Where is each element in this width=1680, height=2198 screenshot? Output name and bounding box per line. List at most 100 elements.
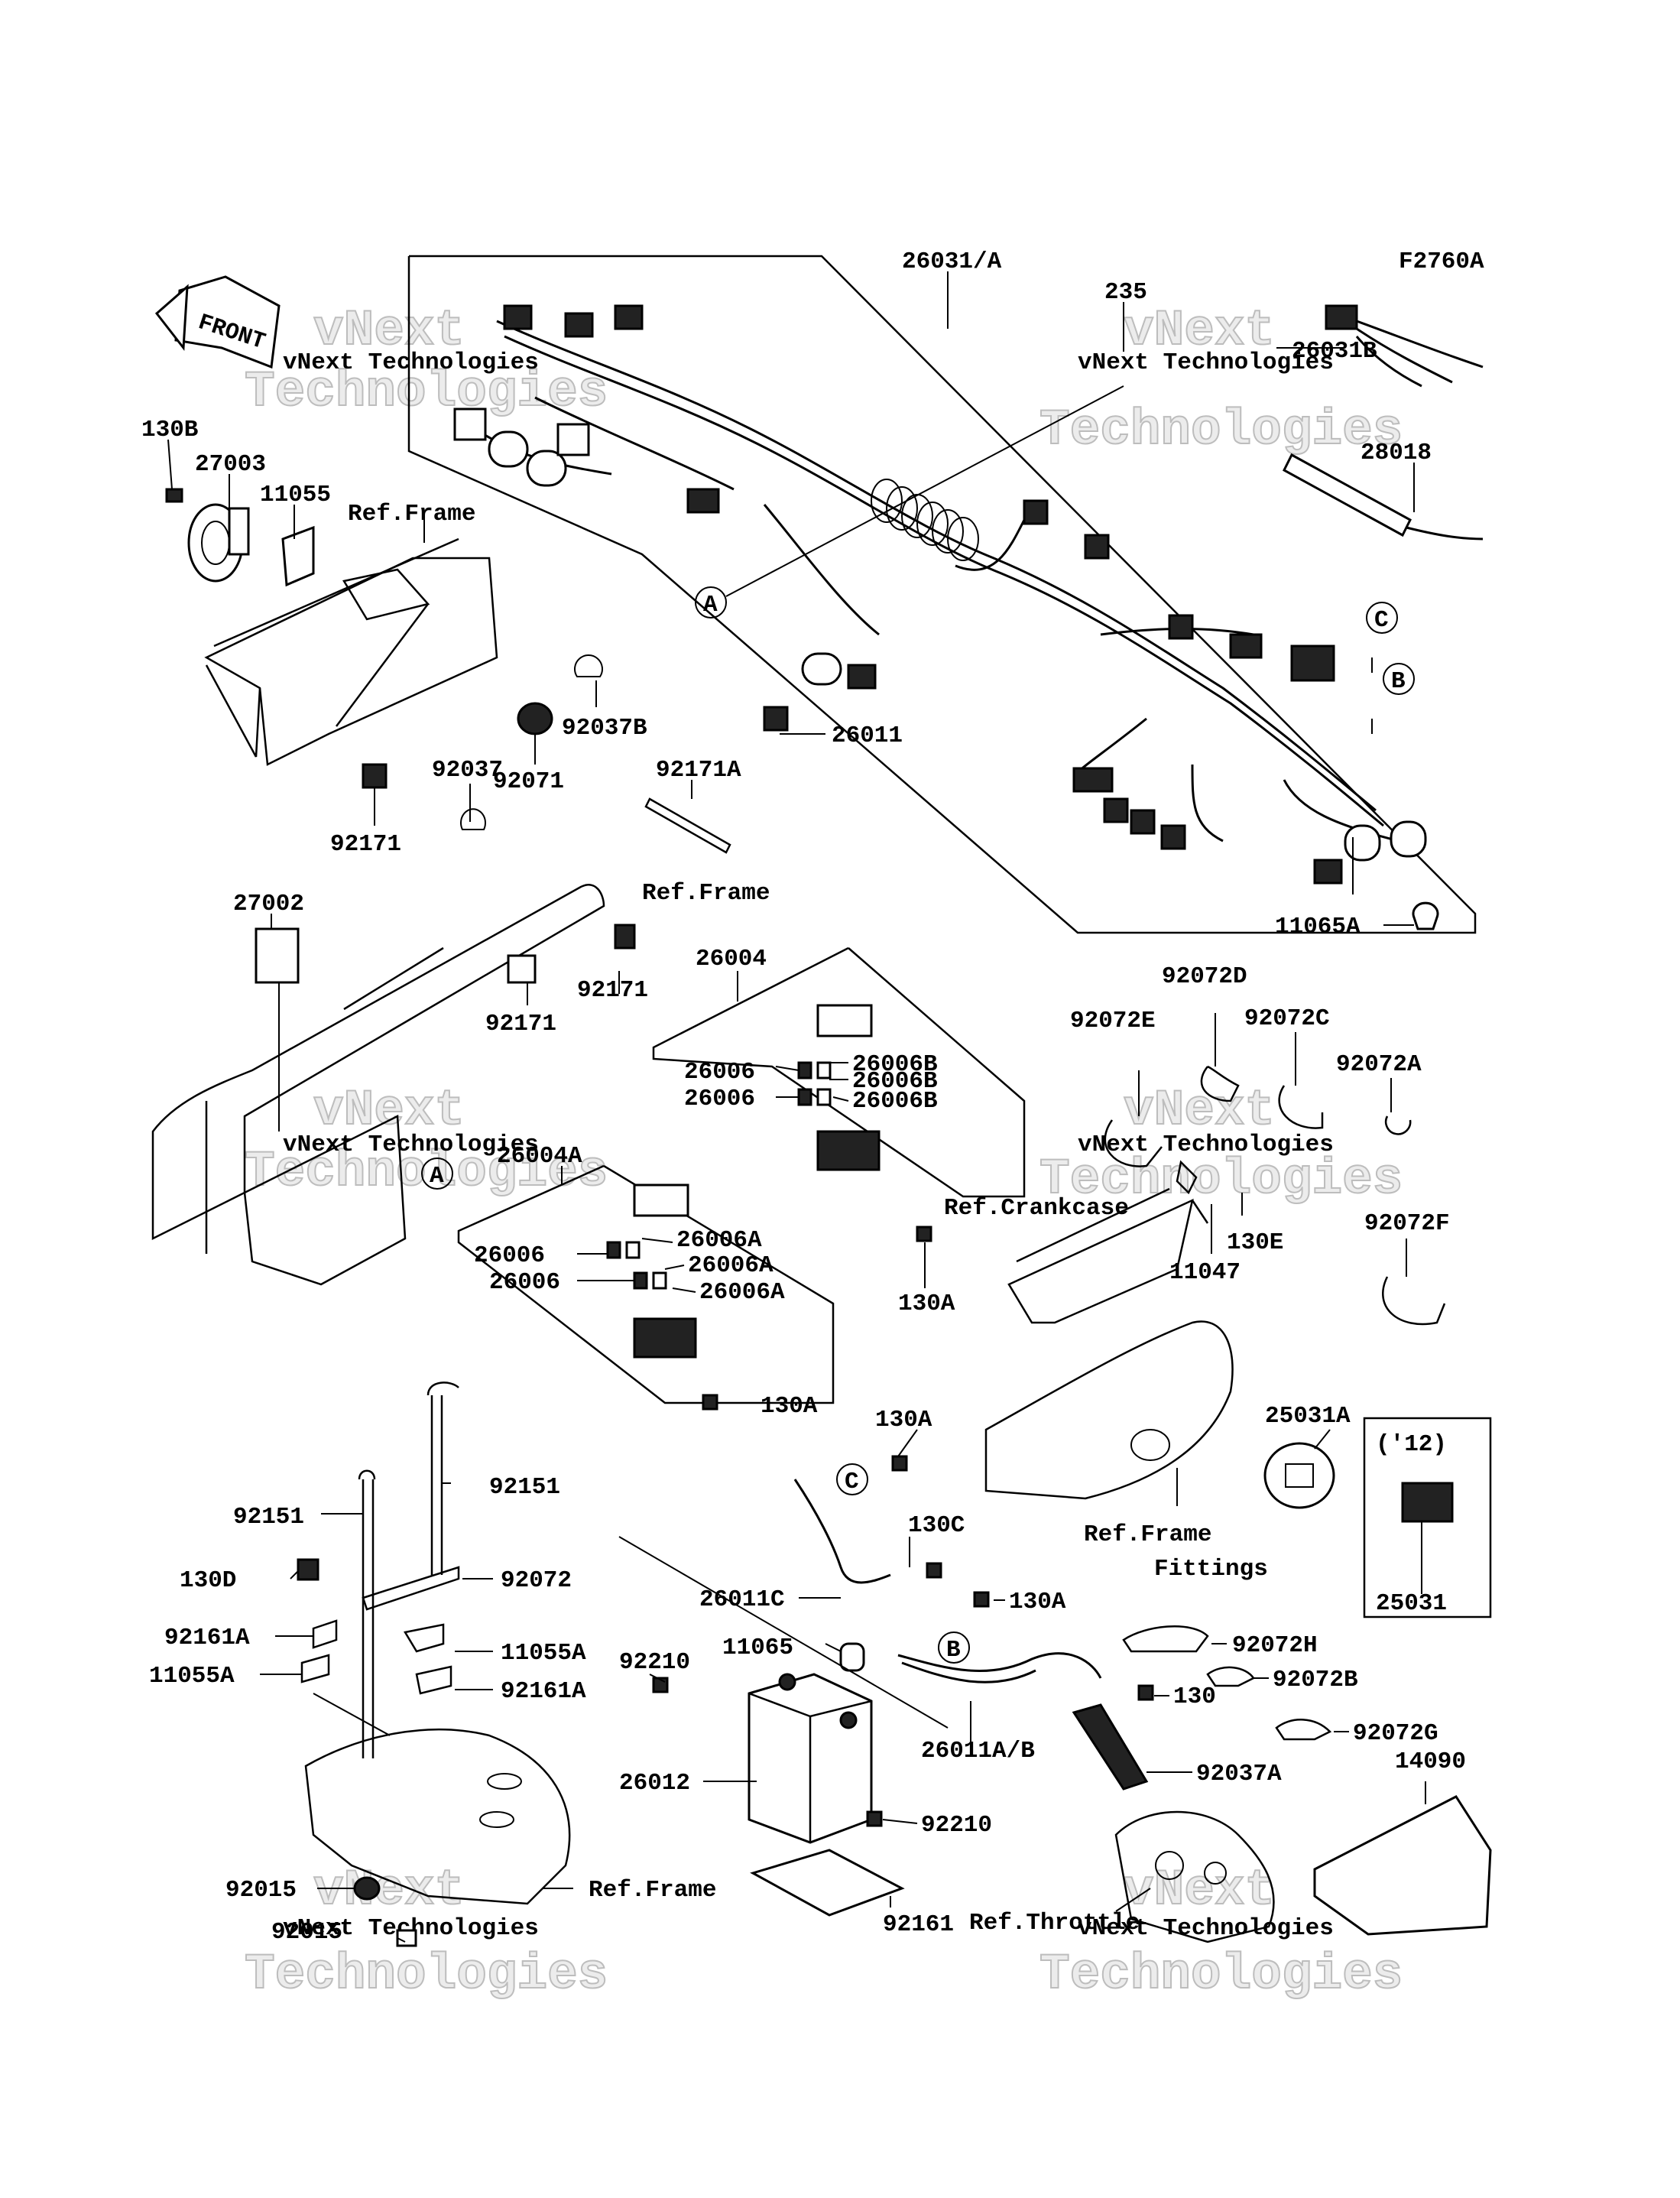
connector-1 (453, 407, 487, 441)
label-92171-c: 92171 (485, 1011, 556, 1037)
connector-18 (1103, 797, 1129, 823)
label-130a-1: 130A (898, 1291, 955, 1317)
label-92037a: 92037A (1196, 1761, 1282, 1787)
bolt-130a-4 (973, 1591, 990, 1608)
label-11065: 11065 (722, 1635, 793, 1661)
battery-26012 (748, 1673, 873, 1844)
horn-27003 (187, 503, 250, 583)
label-26006b-3: 26006B (852, 1088, 938, 1115)
watermark-big-9: vNext (313, 1862, 465, 1919)
watermark-big-5: vNext (313, 1082, 465, 1139)
label-26004a: 26004A (497, 1143, 582, 1170)
label-26006a-3: 26006A (699, 1279, 785, 1306)
label-92171-a: 92171 (330, 831, 401, 858)
label-11055a-1: 11055A (149, 1663, 235, 1690)
label-92151-b: 92151 (489, 1474, 560, 1501)
front-arrow-icon: FRONT (154, 275, 281, 369)
watermark-big-8: Technologies (1039, 1151, 1403, 1208)
harness-branch-4 (955, 519, 1026, 571)
label-130d: 130D (180, 1567, 236, 1594)
label-92072c: 92072C (1244, 1005, 1330, 1032)
connector-6 (564, 312, 594, 338)
label-92210-a: 92210 (619, 1649, 690, 1676)
connector-4 (556, 423, 590, 456)
harness-branch-7 (1191, 764, 1224, 843)
clip-92171a (644, 797, 731, 854)
rods-and-brackets (297, 1381, 460, 1758)
watermark-small-3: vNext Technologies (283, 1131, 539, 1158)
harness-box-outline (407, 255, 1477, 934)
callout-b-1: B (1383, 663, 1415, 695)
nut-92015-2 (396, 1929, 417, 1947)
harness-branch-1 (534, 396, 735, 491)
label-92037b: 92037B (562, 715, 647, 742)
callout-c-1: C (1366, 602, 1398, 634)
cap-11065a (1412, 901, 1439, 930)
label-26006a-2: 26006A (688, 1252, 774, 1279)
fuse-box-26004a (457, 1164, 835, 1404)
label-ref-frame-2: Ref.Frame (642, 880, 770, 907)
label-92210-b: 92210 (921, 1812, 992, 1839)
harness-branch-8 (1283, 779, 1399, 843)
connector-16 (763, 706, 789, 732)
nut-92015-1 (353, 1876, 381, 1901)
label-26006b-1: 26006B (852, 1051, 938, 1078)
label-92072g: 92072G (1353, 1720, 1438, 1747)
band-92072g (1275, 1719, 1332, 1741)
label-92072f: 92072F (1364, 1210, 1450, 1237)
svg-text:C: C (1374, 607, 1389, 634)
label-26031a: 26031/A (902, 248, 1002, 275)
crankcase-section (1007, 1160, 1209, 1324)
watermark-big-12: Technologies (1039, 1946, 1403, 2003)
label-26011c: 26011C (699, 1586, 785, 1613)
label-130a-2: 130A (761, 1393, 818, 1420)
label-92072a: 92072A (1336, 1051, 1422, 1078)
band-clamps-right (1104, 1065, 1446, 1326)
callout-a-2: A (421, 1157, 453, 1190)
frame-middle-left (151, 884, 636, 1286)
label-26006a-1: 26006A (676, 1227, 762, 1254)
connector-10 (1084, 534, 1110, 560)
frame-upper-left (204, 537, 498, 766)
clamp-92037 (460, 808, 486, 830)
connector-7 (614, 304, 644, 330)
label-26006-d: 26006 (489, 1269, 560, 1296)
label-92015-a: 92015 (225, 1877, 297, 1904)
watermark-small-4: vNext Technologies (1078, 1131, 1334, 1158)
connector-14 (801, 652, 842, 686)
watermark-big-2: Technologies (245, 363, 608, 420)
connector-19 (1130, 809, 1156, 835)
connector-3 (526, 450, 567, 487)
label-92171a: 92171A (656, 757, 741, 784)
grommet-92071 (517, 702, 553, 735)
label-26004: 26004 (696, 946, 767, 972)
label-92161a-2: 92161A (501, 1678, 586, 1705)
svg-text:B: B (1391, 668, 1406, 695)
label-26031b: 26031B (1292, 338, 1377, 365)
bracket-11055 (281, 525, 315, 587)
bolt-130a-3 (891, 1455, 908, 1472)
frame-fittings (984, 1320, 1234, 1500)
connector-5 (503, 304, 533, 330)
relay-27002 (255, 927, 300, 984)
bolt-130 (1137, 1684, 1154, 1701)
connector-20 (1160, 824, 1186, 850)
cable-26011c (793, 1479, 891, 1584)
harness-main-trunk-2 (504, 335, 1384, 827)
bolt-130c (926, 1562, 942, 1579)
bracket-92037a (1072, 1703, 1149, 1791)
label-92161a-1: 92161A (164, 1625, 250, 1651)
cap-11065 (839, 1642, 865, 1672)
connector-12 (1229, 633, 1263, 659)
label-92072d: 92072D (1162, 963, 1247, 990)
tube-28018 (1283, 453, 1484, 541)
label-25031a: 25031A (1265, 1403, 1351, 1430)
throttle-body (1114, 1810, 1275, 1943)
bolt-130a-2 (702, 1394, 718, 1411)
label-130a-3: 130A (875, 1407, 932, 1433)
band-92072h (1122, 1625, 1209, 1653)
harness-branch-3 (763, 504, 880, 636)
watermark-big-4: Technologies (1039, 401, 1403, 459)
battery-tray-frame (304, 1728, 571, 1905)
